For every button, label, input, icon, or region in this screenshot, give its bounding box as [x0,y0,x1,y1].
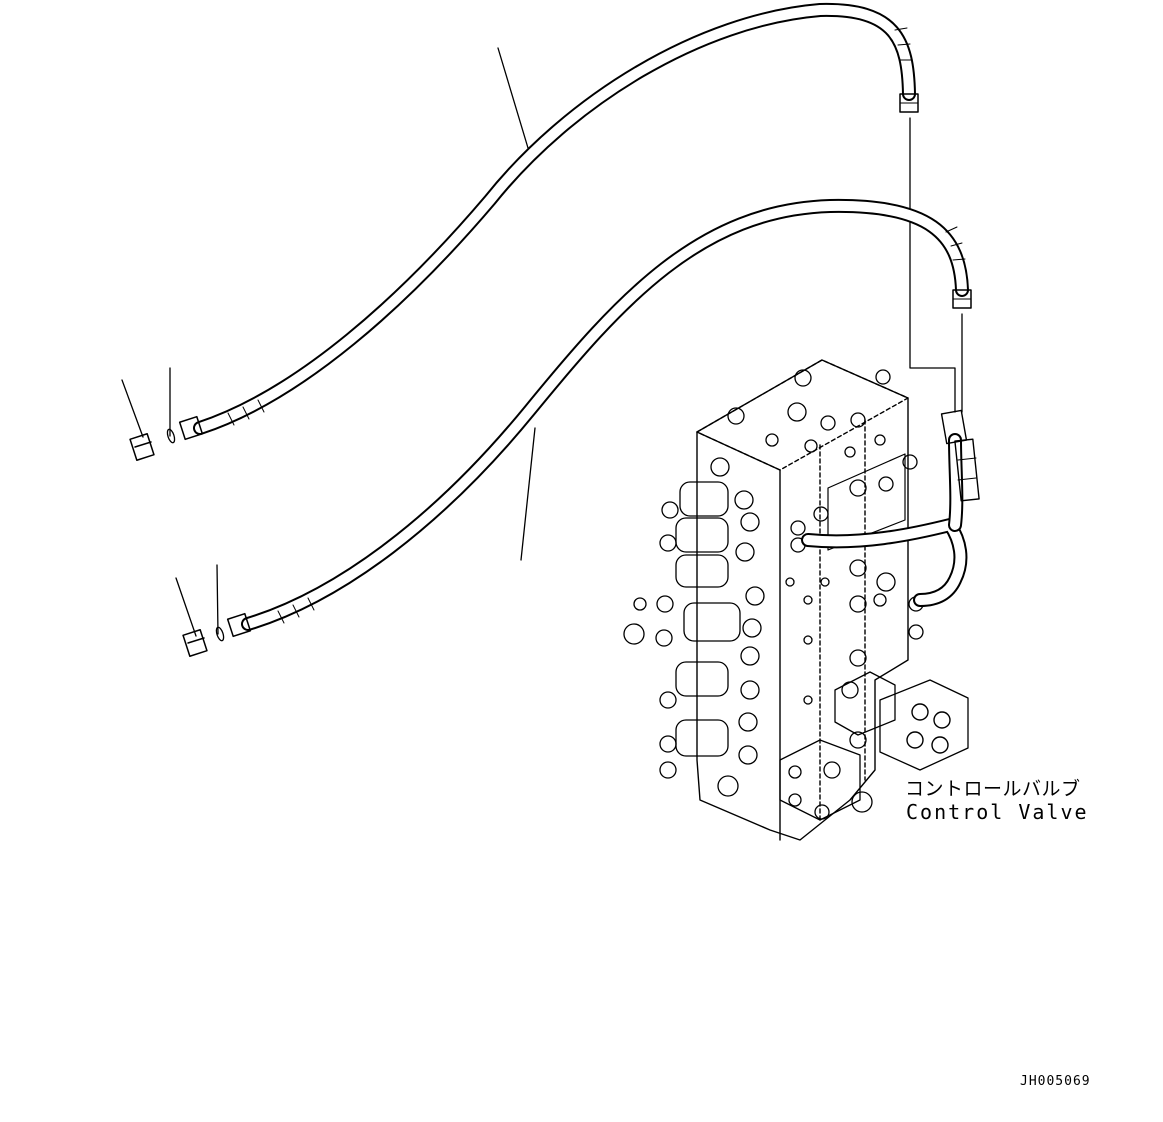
lower-plug [182,629,208,657]
lower-o-ring [215,626,225,642]
control-valve-label-en: Control Valve [906,800,1089,824]
elbow-tube [801,409,980,607]
control-valve [623,359,969,841]
lower-hose [226,198,972,638]
control-valve-label-jp: コントロールバルブ [905,778,1081,800]
leader-lines [121,47,963,637]
upper-o-ring [166,428,176,444]
upper-plug [129,433,155,461]
drawing-code: JH005069 [1020,1074,1091,1089]
upper-hose [178,2,919,441]
